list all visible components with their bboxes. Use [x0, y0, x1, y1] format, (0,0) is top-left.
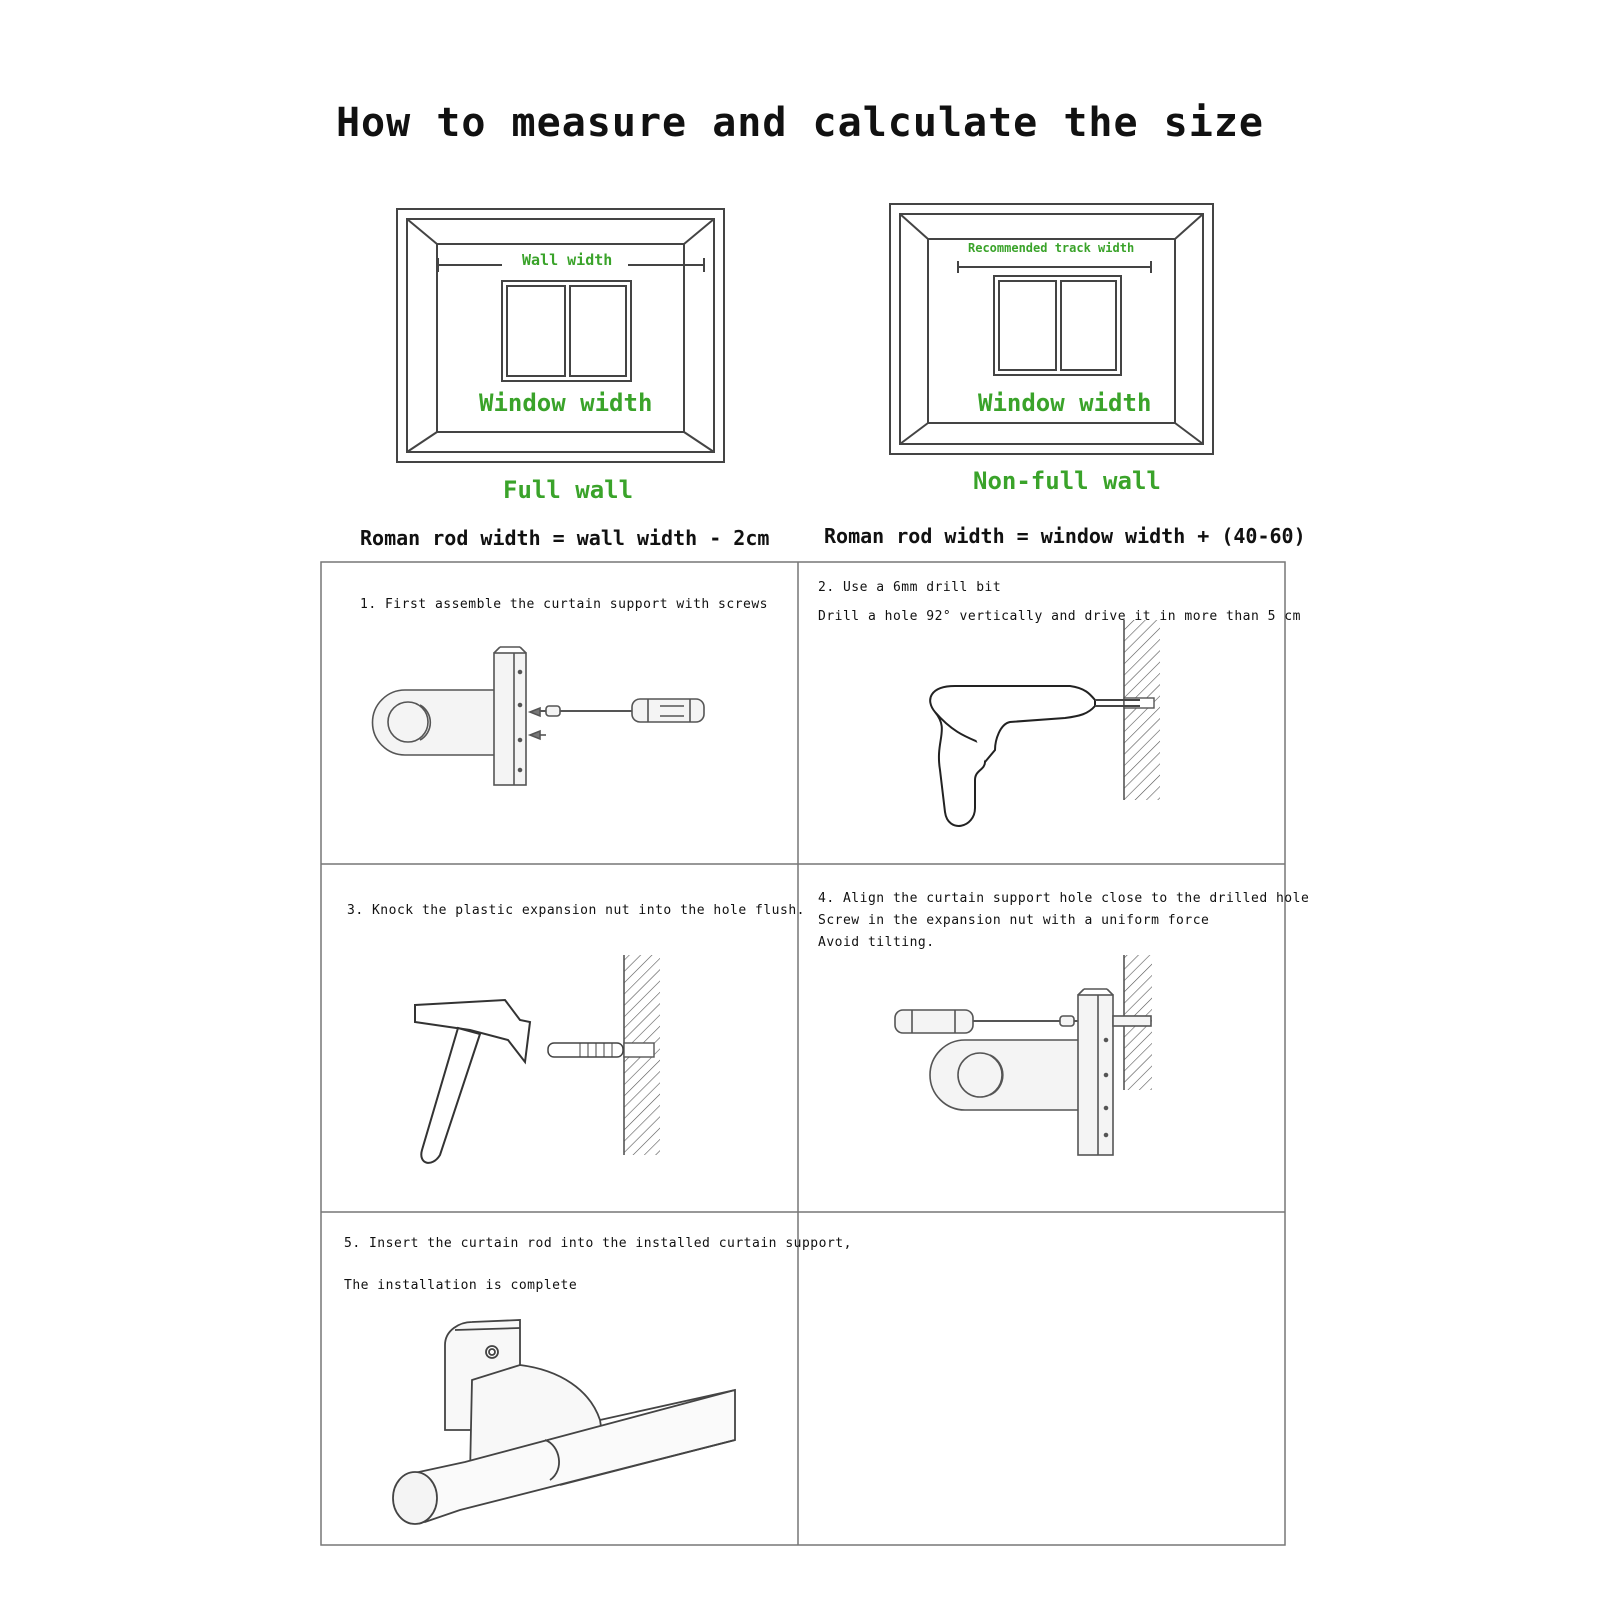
step-2-text-line-1: 2. Use a 6mm drill bit — [818, 580, 1002, 595]
step-4-text-line-1: 4. Align the curtain support hole close … — [818, 891, 1310, 906]
step4-screwdriver-bracket-wall-illustration — [894, 955, 1152, 1156]
full-wall-frame-illustration — [396, 208, 725, 463]
step-1-text: 1. First assemble the curtain support wi… — [360, 597, 769, 612]
wall-width-label: Wall width — [522, 251, 613, 269]
step3-hammer-nut-illustration — [414, 955, 660, 1164]
step-5-text-line-2: The installation is complete — [344, 1278, 578, 1293]
non-full-wall-window-width-label: Window width — [978, 389, 1152, 417]
full-wall-formula: Roman rod width = wall width - 2cm — [360, 526, 770, 550]
step1-bracket-screwdriver-illustration — [371, 646, 705, 786]
full-wall-window-width-label: Window width — [479, 389, 653, 417]
step-3-text: 3. Knock the plastic expansion nut into … — [347, 903, 805, 918]
non-full-wall-formula: Roman rod width = window width + (40-60) — [824, 524, 1306, 548]
step-5-text-line-1: 5. Insert the curtain rod into the insta… — [344, 1236, 852, 1251]
step-4-text-line-3: Avoid tilting. — [818, 935, 935, 950]
step-2-text-line-2: Drill a hole 92° vertically and drive it… — [818, 609, 1301, 624]
steps-grid — [320, 561, 1286, 1546]
step5-rod-bracket-illustration — [392, 1319, 736, 1525]
non-full-wall-frame-illustration — [889, 203, 1214, 455]
step-4-text-line-2: Screw in the expansion nut with a unifor… — [818, 913, 1210, 928]
non-full-wall-caption: Non-full wall — [973, 467, 1161, 495]
page-title: How to measure and calculate the size — [335, 100, 1265, 146]
step2-drill-wall-illustration — [929, 620, 1160, 827]
recommended-track-width-label: Recommended track width — [968, 241, 1135, 255]
full-wall-caption: Full wall — [503, 476, 634, 504]
